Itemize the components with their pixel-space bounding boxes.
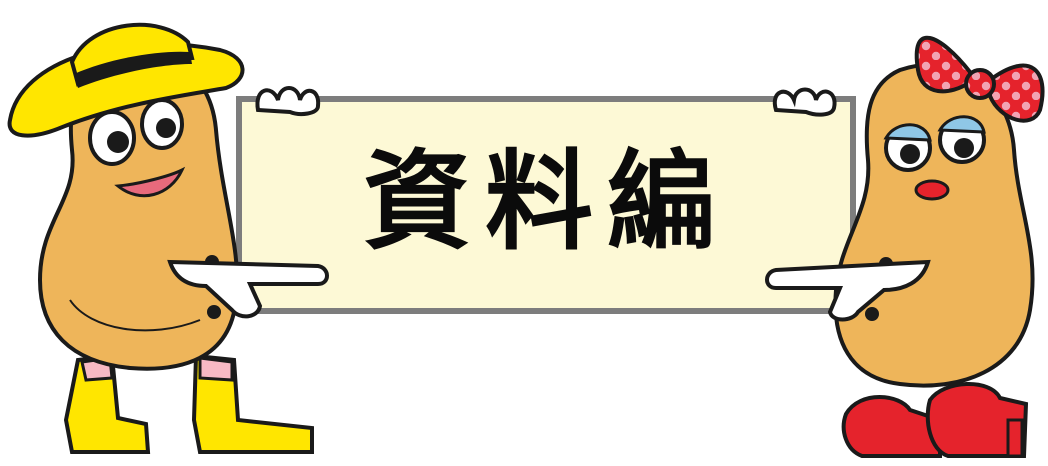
right-gripping-hand	[772, 87, 837, 117]
sign-title: 資料編	[362, 139, 729, 265]
left-potato-character	[7, 22, 329, 454]
sign-board: 資料編	[236, 96, 856, 314]
red-polka-dot-bow	[914, 35, 1045, 123]
yellow-hat	[7, 22, 245, 138]
right-face	[883, 115, 986, 201]
left-gripping-hand	[255, 86, 321, 116]
left-pointing-hand	[167, 259, 329, 319]
left-boots	[63, 353, 314, 454]
left-face	[88, 98, 186, 198]
red-high-heels	[841, 382, 1029, 458]
right-pointing-hand	[765, 259, 931, 322]
right-potato-character	[765, 35, 1045, 458]
